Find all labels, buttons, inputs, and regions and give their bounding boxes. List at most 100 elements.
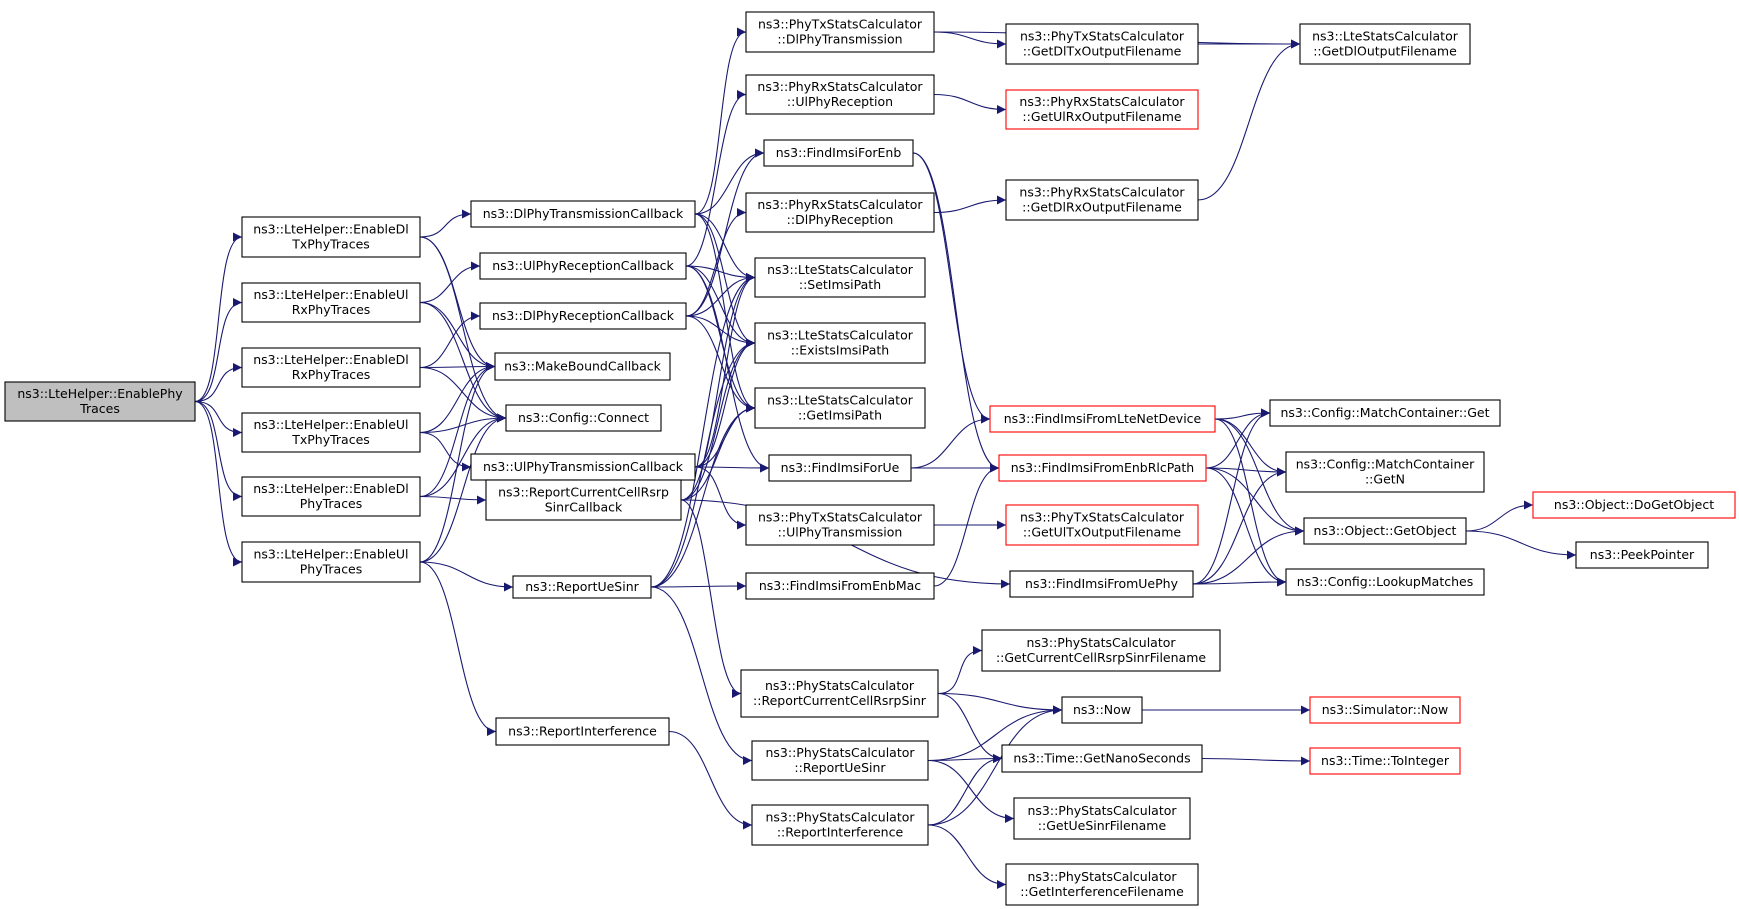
node-phyrxdl[interactable]: ns3::PhyRxStatsCalculator::DlPhyReceptio… — [745, 192, 935, 233]
node-box-getultxfn — [1005, 504, 1199, 546]
edge-ultxcb-to-phytxul — [694, 466, 747, 530]
node-phyrxul[interactable]: ns3::PhyRxStatsCalculator::UlPhyReceptio… — [745, 74, 935, 115]
node-getrsrpfn[interactable]: ns3::PhyStatsCalculator::GetCurrentCellR… — [981, 629, 1221, 672]
node-box-getdltxfn — [1005, 23, 1199, 65]
node-label-phytxul-0: ns3::PhyTxStatsCalculator — [758, 510, 923, 525]
node-phytxul[interactable]: ns3::PhyTxStatsCalculator::UlPhyTransmis… — [745, 504, 935, 546]
node-makebound[interactable]: ns3::MakeBoundCallback — [494, 352, 671, 381]
node-label-getuesinrfn-1: ::GetUeSinrFilename — [1038, 818, 1167, 833]
node-box-psc_interf — [751, 804, 929, 846]
node-findimsienb[interactable]: ns3::FindImsiForEnb — [763, 139, 914, 167]
edge-enabledlphy-to-rsrpcb — [419, 495, 487, 505]
edge-psc_rsrp-to-getnano — [937, 692, 1003, 763]
node-box-enableulrx — [241, 282, 421, 323]
node-dogetobject[interactable]: ns3::Object::DoGetObject — [1532, 491, 1736, 519]
node-ulrxcb[interactable]: ns3::UlPhyReceptionCallback — [479, 252, 687, 280]
node-getimsi[interactable]: ns3::LteStatsCalculator::GetImsiPath — [754, 387, 926, 429]
node-label-mcgetn-1: ::GetN — [1365, 472, 1405, 487]
node-getobject[interactable]: ns3::Object::GetObject — [1303, 517, 1467, 545]
node-box-getinterffn — [1005, 863, 1199, 906]
edge-getobject-to-dogetobject — [1465, 500, 1534, 532]
node-label-getinterffn-1: ::GetInterferenceFilename — [1020, 884, 1184, 899]
edge-dltxcb-to-existsimsi — [694, 213, 756, 348]
node-box-ultxcb — [470, 453, 696, 481]
node-reportuesinr[interactable]: ns3::ReportUeSinr — [512, 575, 652, 599]
node-getinterffn[interactable]: ns3::PhyStatsCalculator::GetInterference… — [1005, 863, 1199, 906]
node-ultxcb[interactable]: ns3::UlPhyTransmissionCallback — [470, 453, 696, 481]
node-mcgetn[interactable]: ns3::Config::MatchContainer::GetN — [1285, 451, 1485, 493]
node-phytxdl[interactable]: ns3::PhyTxStatsCalculator::DlPhyTransmis… — [745, 11, 935, 53]
node-box-findimsilte — [989, 405, 1216, 433]
node-findimsiue[interactable]: ns3::FindImsiForUe — [768, 454, 912, 482]
node-dltxcb[interactable]: ns3::DlPhyTransmissionCallback — [470, 200, 696, 228]
node-label-mcget-0: ns3::Config::MatchContainer::Get — [1280, 405, 1489, 420]
node-box-ulrxcb — [479, 252, 687, 280]
edge-enableulphy-to-reportuesinr — [419, 561, 514, 592]
node-box-mcget — [1269, 399, 1501, 427]
nodes-layer: ns3::LteHelper::EnablePhyTracesns3::LteH… — [4, 11, 1736, 906]
node-getulrxfn[interactable]: ns3::PhyRxStatsCalculator::GetUlRxOutput… — [1005, 89, 1199, 130]
node-box-reportuesinr — [512, 575, 652, 599]
node-dlrxcb[interactable]: ns3::DlPhyReceptionCallback — [479, 302, 687, 330]
node-findimsirlc[interactable]: ns3::FindImsiFromEnbRlcPath — [998, 454, 1207, 482]
node-getdltxfn[interactable]: ns3::PhyTxStatsCalculator::GetDlTxOutput… — [1005, 23, 1199, 65]
node-box-phyrxdl — [745, 192, 935, 233]
node-box-findimsienbmac — [745, 572, 935, 600]
node-label-enabledlrx-1: RxPhyTraces — [292, 367, 371, 382]
node-label-psc_interf-0: ns3::PhyStatsCalculator — [765, 810, 915, 825]
node-peekpointer[interactable]: ns3::PeekPointer — [1575, 541, 1709, 569]
edge-findimsirlc-to-mcget — [1205, 408, 1271, 469]
node-label-connect-0: ns3::Config::Connect — [518, 410, 649, 425]
node-psc_uesinr[interactable]: ns3::PhyStatsCalculator::ReportUeSinr — [751, 740, 929, 781]
node-lookup[interactable]: ns3::Config::LookupMatches — [1285, 568, 1485, 596]
node-getnano[interactable]: ns3::Time::GetNanoSeconds — [1001, 744, 1203, 773]
node-connect[interactable]: ns3::Config::Connect — [505, 404, 662, 432]
node-box-phytxdl — [745, 11, 935, 53]
node-label-now-0: ns3::Now — [1073, 702, 1131, 717]
node-simnow[interactable]: ns3::Simulator::Now — [1309, 696, 1461, 724]
node-label-getobject-0: ns3::Object::GetObject — [1314, 523, 1457, 538]
edge-rsrpcb-to-setimsi — [680, 273, 756, 501]
node-box-findimsirlc — [998, 454, 1207, 482]
edge-psc_rsrp-to-now — [937, 692, 1063, 715]
node-getuesinrfn[interactable]: ns3::PhyStatsCalculator::GetUeSinrFilena… — [1013, 797, 1191, 840]
node-psc_rsrp[interactable]: ns3::PhyStatsCalculator::ReportCurrentCe… — [740, 669, 939, 718]
node-getdlrxfn[interactable]: ns3::PhyRxStatsCalculator::GetDlRxOutput… — [1005, 179, 1199, 221]
edge-enablephy-to-enabledltx — [194, 232, 243, 403]
edge-enableultx-to-ultxcb — [419, 431, 472, 472]
node-getultxfn[interactable]: ns3::PhyTxStatsCalculator::GetUlTxOutput… — [1005, 504, 1199, 546]
node-findimsiuephy[interactable]: ns3::FindImsiFromUePhy — [1009, 570, 1194, 598]
node-mcget[interactable]: ns3::Config::MatchContainer::Get — [1269, 399, 1501, 427]
node-findimsienbmac[interactable]: ns3::FindImsiFromEnbMac — [745, 572, 935, 600]
node-setimsi[interactable]: ns3::LteStatsCalculator::SetImsiPath — [754, 257, 926, 298]
edge-ultxcb-to-findimsiue — [694, 463, 770, 473]
node-getdloutfn[interactable]: ns3::LteStatsCalculator::GetDlOutputFile… — [1299, 23, 1471, 65]
edge-findimsiuephy-to-getobject — [1192, 526, 1305, 585]
node-findimsilte[interactable]: ns3::FindImsiFromLteNetDevice — [989, 405, 1216, 433]
node-label-lookup-0: ns3::Config::LookupMatches — [1297, 574, 1473, 589]
node-psc_interf[interactable]: ns3::PhyStatsCalculator::ReportInterfere… — [751, 804, 929, 846]
edge-psc_uesinr-to-getuesinrfn — [927, 759, 1015, 823]
edge-enableulrx-to-ulrxcb — [419, 261, 481, 304]
node-reportinterf[interactable]: ns3::ReportInterference — [495, 717, 670, 746]
edge-enablephy-to-enableulphy — [194, 400, 243, 567]
node-label-getimsi-0: ns3::LteStatsCalculator — [767, 393, 914, 408]
node-box-mcgetn — [1285, 451, 1485, 493]
node-box-makebound — [494, 352, 671, 381]
node-existsimsi[interactable]: ns3::LteStatsCalculator::ExistsImsiPath — [754, 322, 926, 364]
node-label-psc_uesinr-1: ::ReportUeSinr — [794, 760, 886, 775]
edge-reportuesinr-to-findimsienbmac — [650, 581, 747, 591]
edge-getdlrxfn-to-getdloutfn — [1197, 39, 1301, 201]
node-tointeger[interactable]: ns3::Time::ToInteger — [1309, 747, 1461, 775]
node-now[interactable]: ns3::Now — [1061, 696, 1143, 724]
edge-findimsirlc-to-lookup — [1205, 467, 1287, 587]
node-label-findimsiuephy-0: ns3::FindImsiFromUePhy — [1025, 576, 1179, 591]
